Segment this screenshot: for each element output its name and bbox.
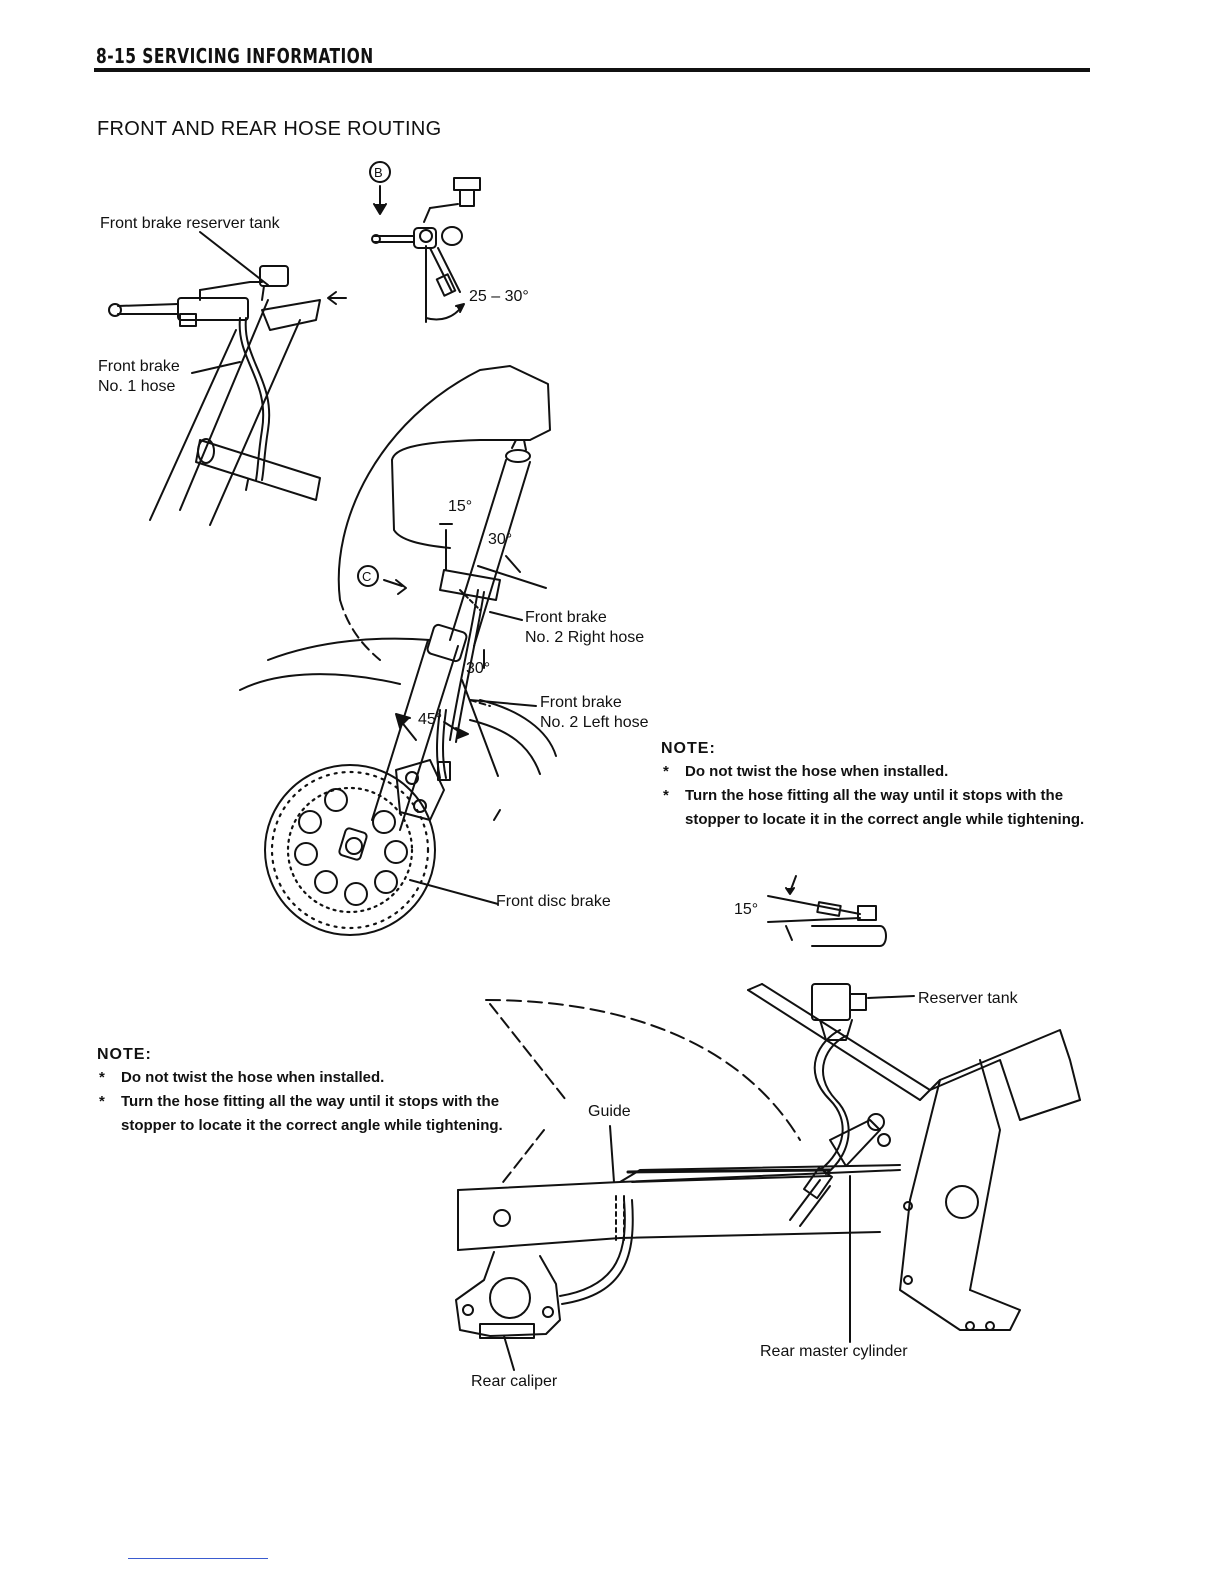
label-left-hose-line1: Front brake [540,694,622,711]
label-rear-caliper: Rear caliper [471,1373,558,1390]
rear-frame-illustration [455,983,1081,1371]
label-view-c: C [362,569,372,584]
label-no1-hose-line1: Front brake [98,358,180,375]
label-rear-reservoir-tank: Reserver tank [918,990,1018,1007]
rear-note-heading: NOTE: [97,1046,152,1063]
label-right-hose-line1: Front brake [525,609,607,626]
label-guide: Guide [588,1103,631,1120]
label-left-hose-line2: No. 2 Left hose [540,714,649,731]
footer-rule [128,1558,268,1559]
fitting-angle-illustration [767,875,887,947]
front-handlebar-illustration [108,231,347,526]
page-header-title: 8-15 SERVICING INFORMATION [96,44,374,68]
rear-note: NOTE: Do not twist the hose when install… [97,1046,537,1138]
label-rear-master-cylinder: Rear master cylinder [760,1343,908,1360]
label-angle-15: 15° [448,498,473,515]
label-angle-30-top: 30° [488,531,513,548]
label-fitting-angle: 15° [734,901,759,918]
header-rule [94,68,1090,72]
view-b-illustration [369,161,481,323]
label-angle-45: 45° [418,711,443,728]
front-note-item: Turn the hose fitting all the way until … [661,784,1101,832]
rear-note-item: Turn the hose fitting all the way until … [97,1090,537,1138]
rear-note-item: Do not twist the hose when installed. [97,1066,537,1090]
label-view-b: B [374,165,383,180]
label-front-reservoir-tank: Front brake reserver tank [100,215,280,232]
label-angle-25-30: 25 – 30° [469,288,529,305]
label-angle-30-mid: 30° [466,660,491,677]
front-wheel-illustration [239,365,557,936]
label-front-disc-brake: Front disc brake [496,893,611,910]
front-note-heading: NOTE: [661,740,716,757]
front-note: NOTE: Do not twist the hose when install… [661,740,1101,832]
front-note-item: Do not twist the hose when installed. [661,760,1101,784]
label-right-hose-line2: No. 2 Right hose [525,629,645,646]
section-title: FRONT AND REAR HOSE ROUTING [97,118,442,140]
label-no1-hose-line2: No. 1 hose [98,378,176,395]
